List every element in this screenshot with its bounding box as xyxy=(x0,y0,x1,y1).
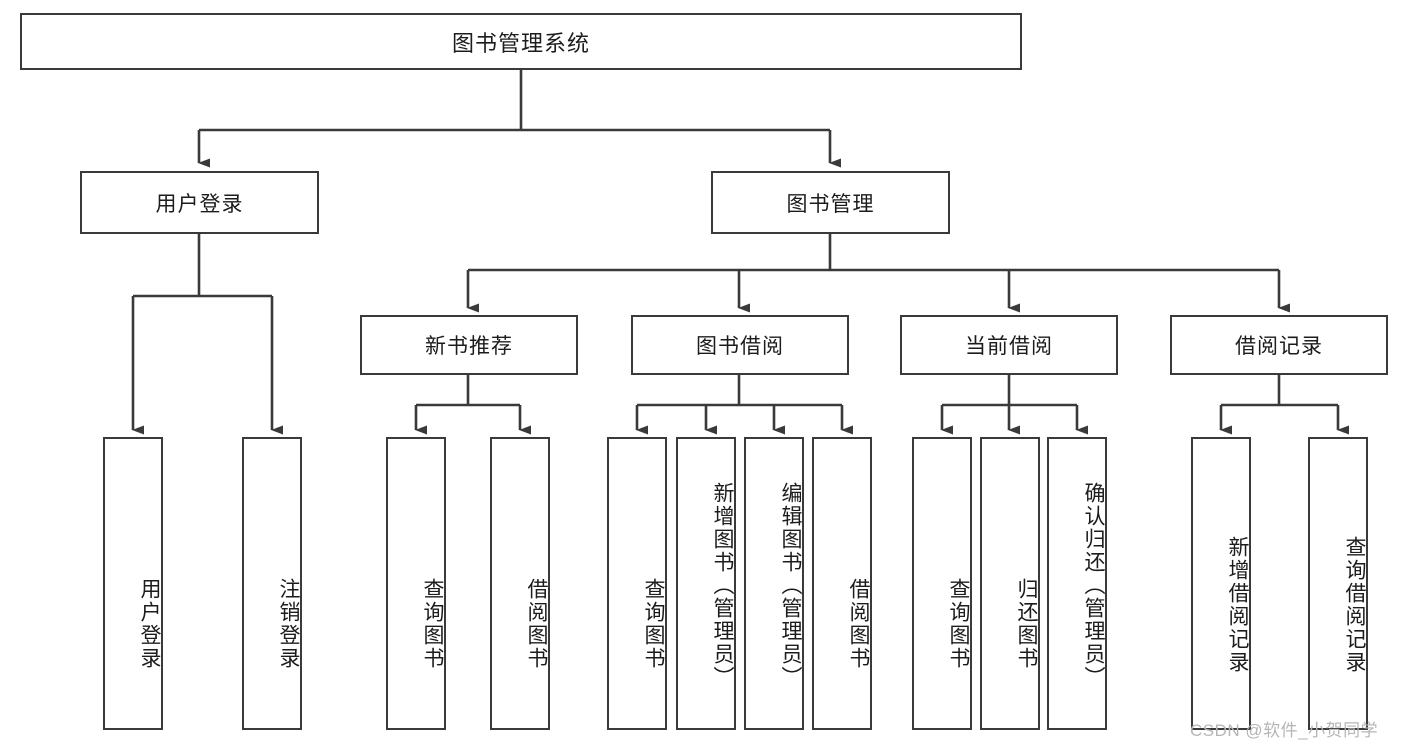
node-book-borrow[interactable]: 图书借阅 xyxy=(631,315,849,375)
node-borrow-record-label: 借阅记录 xyxy=(1235,335,1323,358)
node-leaf-query-record-label: 查询借阅记录 xyxy=(1343,535,1366,674)
node-leaf-add-record[interactable]: 新增借阅记录 xyxy=(1191,437,1251,730)
node-leaf-user-login[interactable]: 用户登录 xyxy=(103,437,163,730)
node-leaf-return-book[interactable]: 归还图书 xyxy=(980,437,1040,730)
node-leaf-user-login-label: 用户登录 xyxy=(138,577,161,670)
node-leaf-edit-book-label: 编辑图书（管理员） xyxy=(779,482,802,689)
node-user-login-label: 用户登录 xyxy=(155,192,244,216)
node-book-manage-label: 图书管理 xyxy=(786,192,875,216)
node-leaf-borrow-book-2-label: 借阅图书 xyxy=(847,577,870,670)
node-root[interactable]: 图书管理系统 xyxy=(20,13,1022,70)
node-leaf-user-logout[interactable]: 注销登录 xyxy=(242,437,302,730)
node-leaf-edit-book[interactable]: 编辑图书（管理员） xyxy=(744,437,804,730)
node-current-borrow-label: 当前借阅 xyxy=(965,335,1053,358)
node-root-label: 图书管理系统 xyxy=(451,30,590,56)
node-leaf-confirm-return-label: 确认归还（管理员） xyxy=(1082,482,1105,689)
node-leaf-query-book-3-label: 查询图书 xyxy=(947,577,970,670)
node-leaf-borrow-book-1[interactable]: 借阅图书 xyxy=(490,437,550,730)
watermark: CSDN @软件_小贺同学 xyxy=(1190,721,1379,740)
node-leaf-query-book-2[interactable]: 查询图书 xyxy=(607,437,667,730)
node-book-borrow-label: 图书借阅 xyxy=(696,335,784,358)
node-leaf-query-book-1-label: 查询图书 xyxy=(421,577,444,670)
node-leaf-query-book-3[interactable]: 查询图书 xyxy=(912,437,972,730)
node-leaf-confirm-return[interactable]: 确认归还（管理员） xyxy=(1047,437,1107,730)
node-new-book-rec[interactable]: 新书推荐 xyxy=(360,315,578,375)
node-leaf-add-book-label: 新增图书（管理员） xyxy=(711,482,734,689)
node-book-manage[interactable]: 图书管理 xyxy=(711,171,950,234)
node-borrow-record[interactable]: 借阅记录 xyxy=(1170,315,1388,375)
node-leaf-user-logout-label: 注销登录 xyxy=(277,577,300,670)
node-new-book-rec-label: 新书推荐 xyxy=(425,335,513,358)
node-leaf-query-book-2-label: 查询图书 xyxy=(642,577,665,670)
node-leaf-borrow-book-2[interactable]: 借阅图书 xyxy=(812,437,872,730)
node-leaf-add-book[interactable]: 新增图书（管理员） xyxy=(676,437,736,730)
node-leaf-return-book-label: 归还图书 xyxy=(1015,577,1038,670)
node-user-login[interactable]: 用户登录 xyxy=(80,171,319,234)
node-current-borrow[interactable]: 当前借阅 xyxy=(900,315,1118,375)
node-leaf-query-record[interactable]: 查询借阅记录 xyxy=(1308,437,1368,730)
node-leaf-query-book-1[interactable]: 查询图书 xyxy=(386,437,446,730)
node-leaf-borrow-book-1-label: 借阅图书 xyxy=(525,577,548,670)
node-leaf-add-record-label: 新增借阅记录 xyxy=(1226,535,1249,674)
